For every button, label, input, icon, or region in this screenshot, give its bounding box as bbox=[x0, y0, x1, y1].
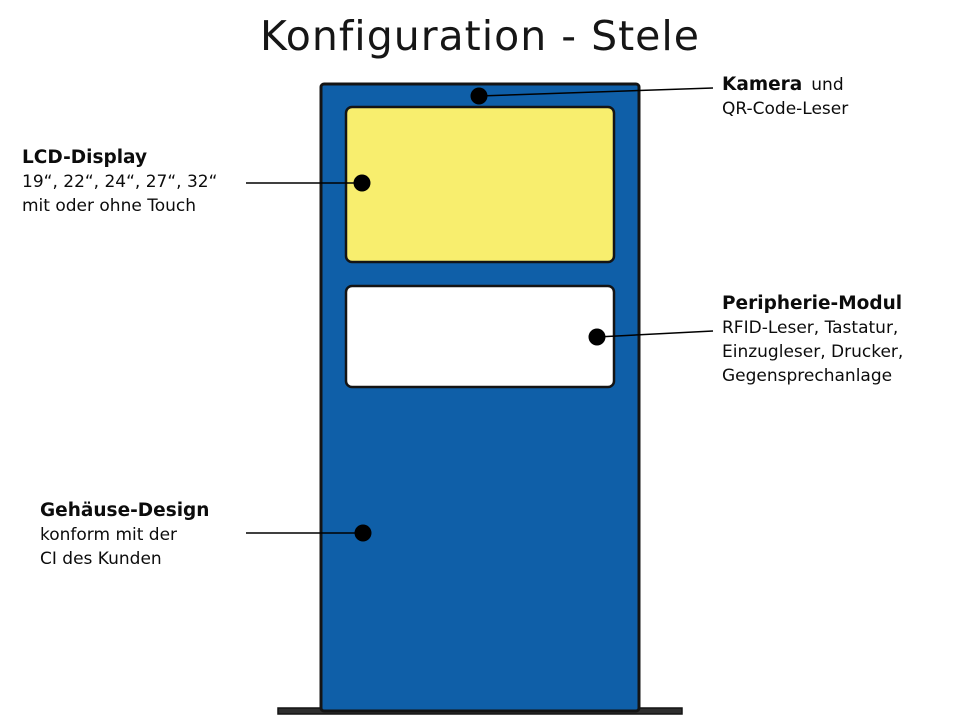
lcd-label: LCD-Display 19“, 22“, 24“, 27“, 32“ mit … bbox=[22, 146, 217, 218]
peripherie-callout-dot bbox=[588, 328, 606, 346]
gehaeuse-label-line2: konform mit der bbox=[40, 525, 178, 545]
peripherie-label-line4: Gegensprechanlage bbox=[722, 366, 893, 386]
kamera-label: Kamera und QR-Code-Leser bbox=[722, 73, 848, 121]
lcd-label-heading: LCD-Display bbox=[22, 147, 148, 168]
peripheral-module bbox=[344, 284, 616, 389]
page-title: Konfiguration - Stele bbox=[259, 12, 701, 60]
kamera-label-heading-line: Kamera und bbox=[722, 73, 848, 97]
kamera-callout-line bbox=[478, 87, 714, 97]
lcd-screen bbox=[344, 105, 616, 264]
kamera-label-line2: QR-Code-Leser bbox=[722, 99, 849, 119]
kamera-label-heading: Kamera bbox=[722, 74, 803, 95]
peripherie-label: Peripherie-Modul RFID-Leser, Tastatur, E… bbox=[722, 292, 903, 388]
gehaeuse-label-heading: Gehäuse-Design bbox=[40, 500, 210, 521]
peripherie-label-line2: RFID-Leser, Tastatur, bbox=[722, 318, 899, 338]
peripherie-callout-line bbox=[596, 330, 714, 338]
kamera-callout-dot bbox=[470, 87, 488, 105]
peripherie-label-line3: Einzugleser, Drucker, bbox=[722, 342, 904, 362]
lcd-callout-dot bbox=[353, 174, 371, 192]
gehaeuse-label: Gehäuse-Design konform mit der CI des Ku… bbox=[40, 499, 209, 571]
lcd-label-line2: 19“, 22“, 24“, 27“, 32“ bbox=[22, 172, 218, 192]
peripherie-label-heading: Peripherie-Modul bbox=[722, 293, 903, 314]
gehaeuse-label-line3: CI des Kunden bbox=[40, 549, 162, 569]
kamera-label-suffix: und bbox=[811, 75, 844, 95]
gehaeuse-callout-dot bbox=[354, 524, 372, 542]
lcd-label-line3: mit oder ohne Touch bbox=[22, 196, 197, 216]
